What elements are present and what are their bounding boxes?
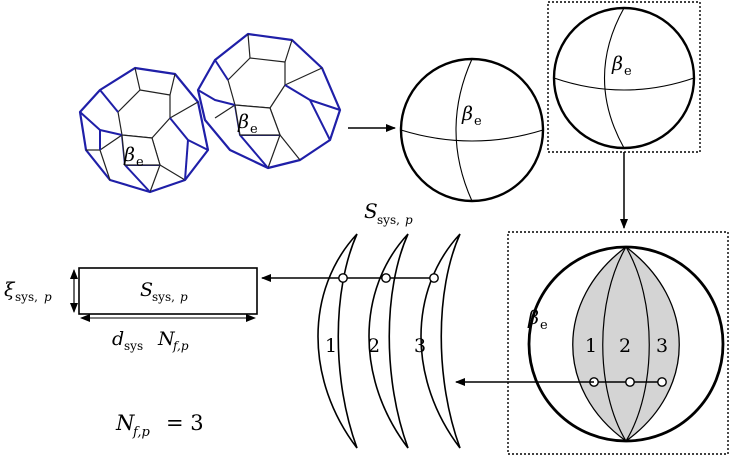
height-label: ξ sys, p [4, 279, 52, 304]
svg-text:β: β [123, 144, 135, 166]
svg-text:N: N [115, 411, 135, 435]
sphere-node-2 [625, 377, 635, 387]
sphere-label: β e [461, 103, 482, 129]
svg-text:S: S [364, 199, 378, 223]
fiber-1-label: 1 [325, 335, 337, 357]
svg-text:d: d [112, 328, 124, 350]
equivalent-sphere [399, 57, 545, 203]
svg-text:ξ: ξ [4, 279, 16, 301]
crescent-fibers [317, 233, 461, 449]
svg-text:p: p [405, 213, 413, 227]
fiber-node-2 [381, 273, 391, 283]
svg-text:β: β [237, 111, 249, 133]
sphere-fiber-2-label: 2 [619, 335, 631, 357]
svg-text:S: S [140, 279, 153, 301]
sphere-fiber-3-label: 3 [656, 335, 668, 357]
fiber-node-1 [338, 273, 348, 283]
fiber-sphere-label: β e [527, 307, 548, 333]
svg-text:sys: sys [124, 339, 143, 353]
svg-text:p: p [44, 290, 52, 304]
fiber-2-label: 2 [368, 335, 380, 357]
width-label: d sys N f,p [112, 328, 189, 353]
svg-text:= 3: = 3 [166, 411, 204, 435]
cross-section-rectangle [78, 267, 258, 315]
svg-text:f,p: f,p [172, 339, 189, 353]
svg-text:e: e [250, 122, 258, 137]
fiber-count-equation: N f,p = 3 [115, 411, 204, 440]
dotted-box-bottom [507, 231, 729, 455]
truncated-octahedron-grain-left [78, 66, 210, 194]
fiber-node-3 [429, 273, 439, 283]
fiber-3-label: 3 [414, 335, 426, 357]
grain-label-left: β e [123, 144, 144, 170]
truncated-octahedron-grain-right [196, 32, 342, 170]
boxed-sphere [552, 6, 696, 150]
svg-text:sys,: sys, [15, 290, 38, 304]
svg-text:β: β [461, 103, 473, 125]
sphere-node-3 [657, 377, 667, 387]
svg-text:sys,: sys, [152, 290, 175, 304]
svg-text:sys,: sys, [377, 213, 400, 227]
svg-text:e: e [136, 155, 144, 170]
svg-text:e: e [624, 64, 632, 79]
svg-text:e: e [540, 318, 548, 333]
svg-text:β: β [611, 53, 623, 75]
sphere-fiber-1-label: 1 [585, 335, 597, 357]
fibers-area-label: S sys, p [364, 199, 413, 227]
svg-text:f,p: f,p [132, 425, 150, 440]
boxed-sphere-label: β e [611, 53, 632, 79]
svg-text:N: N [157, 328, 176, 350]
svg-text:p: p [180, 290, 188, 304]
svg-text:β: β [527, 307, 539, 329]
grain-label-right: β e [237, 111, 258, 137]
fiber-sphere [527, 245, 725, 443]
rectangle-area-label: S sys, p [140, 279, 188, 304]
svg-text:e: e [474, 114, 482, 129]
